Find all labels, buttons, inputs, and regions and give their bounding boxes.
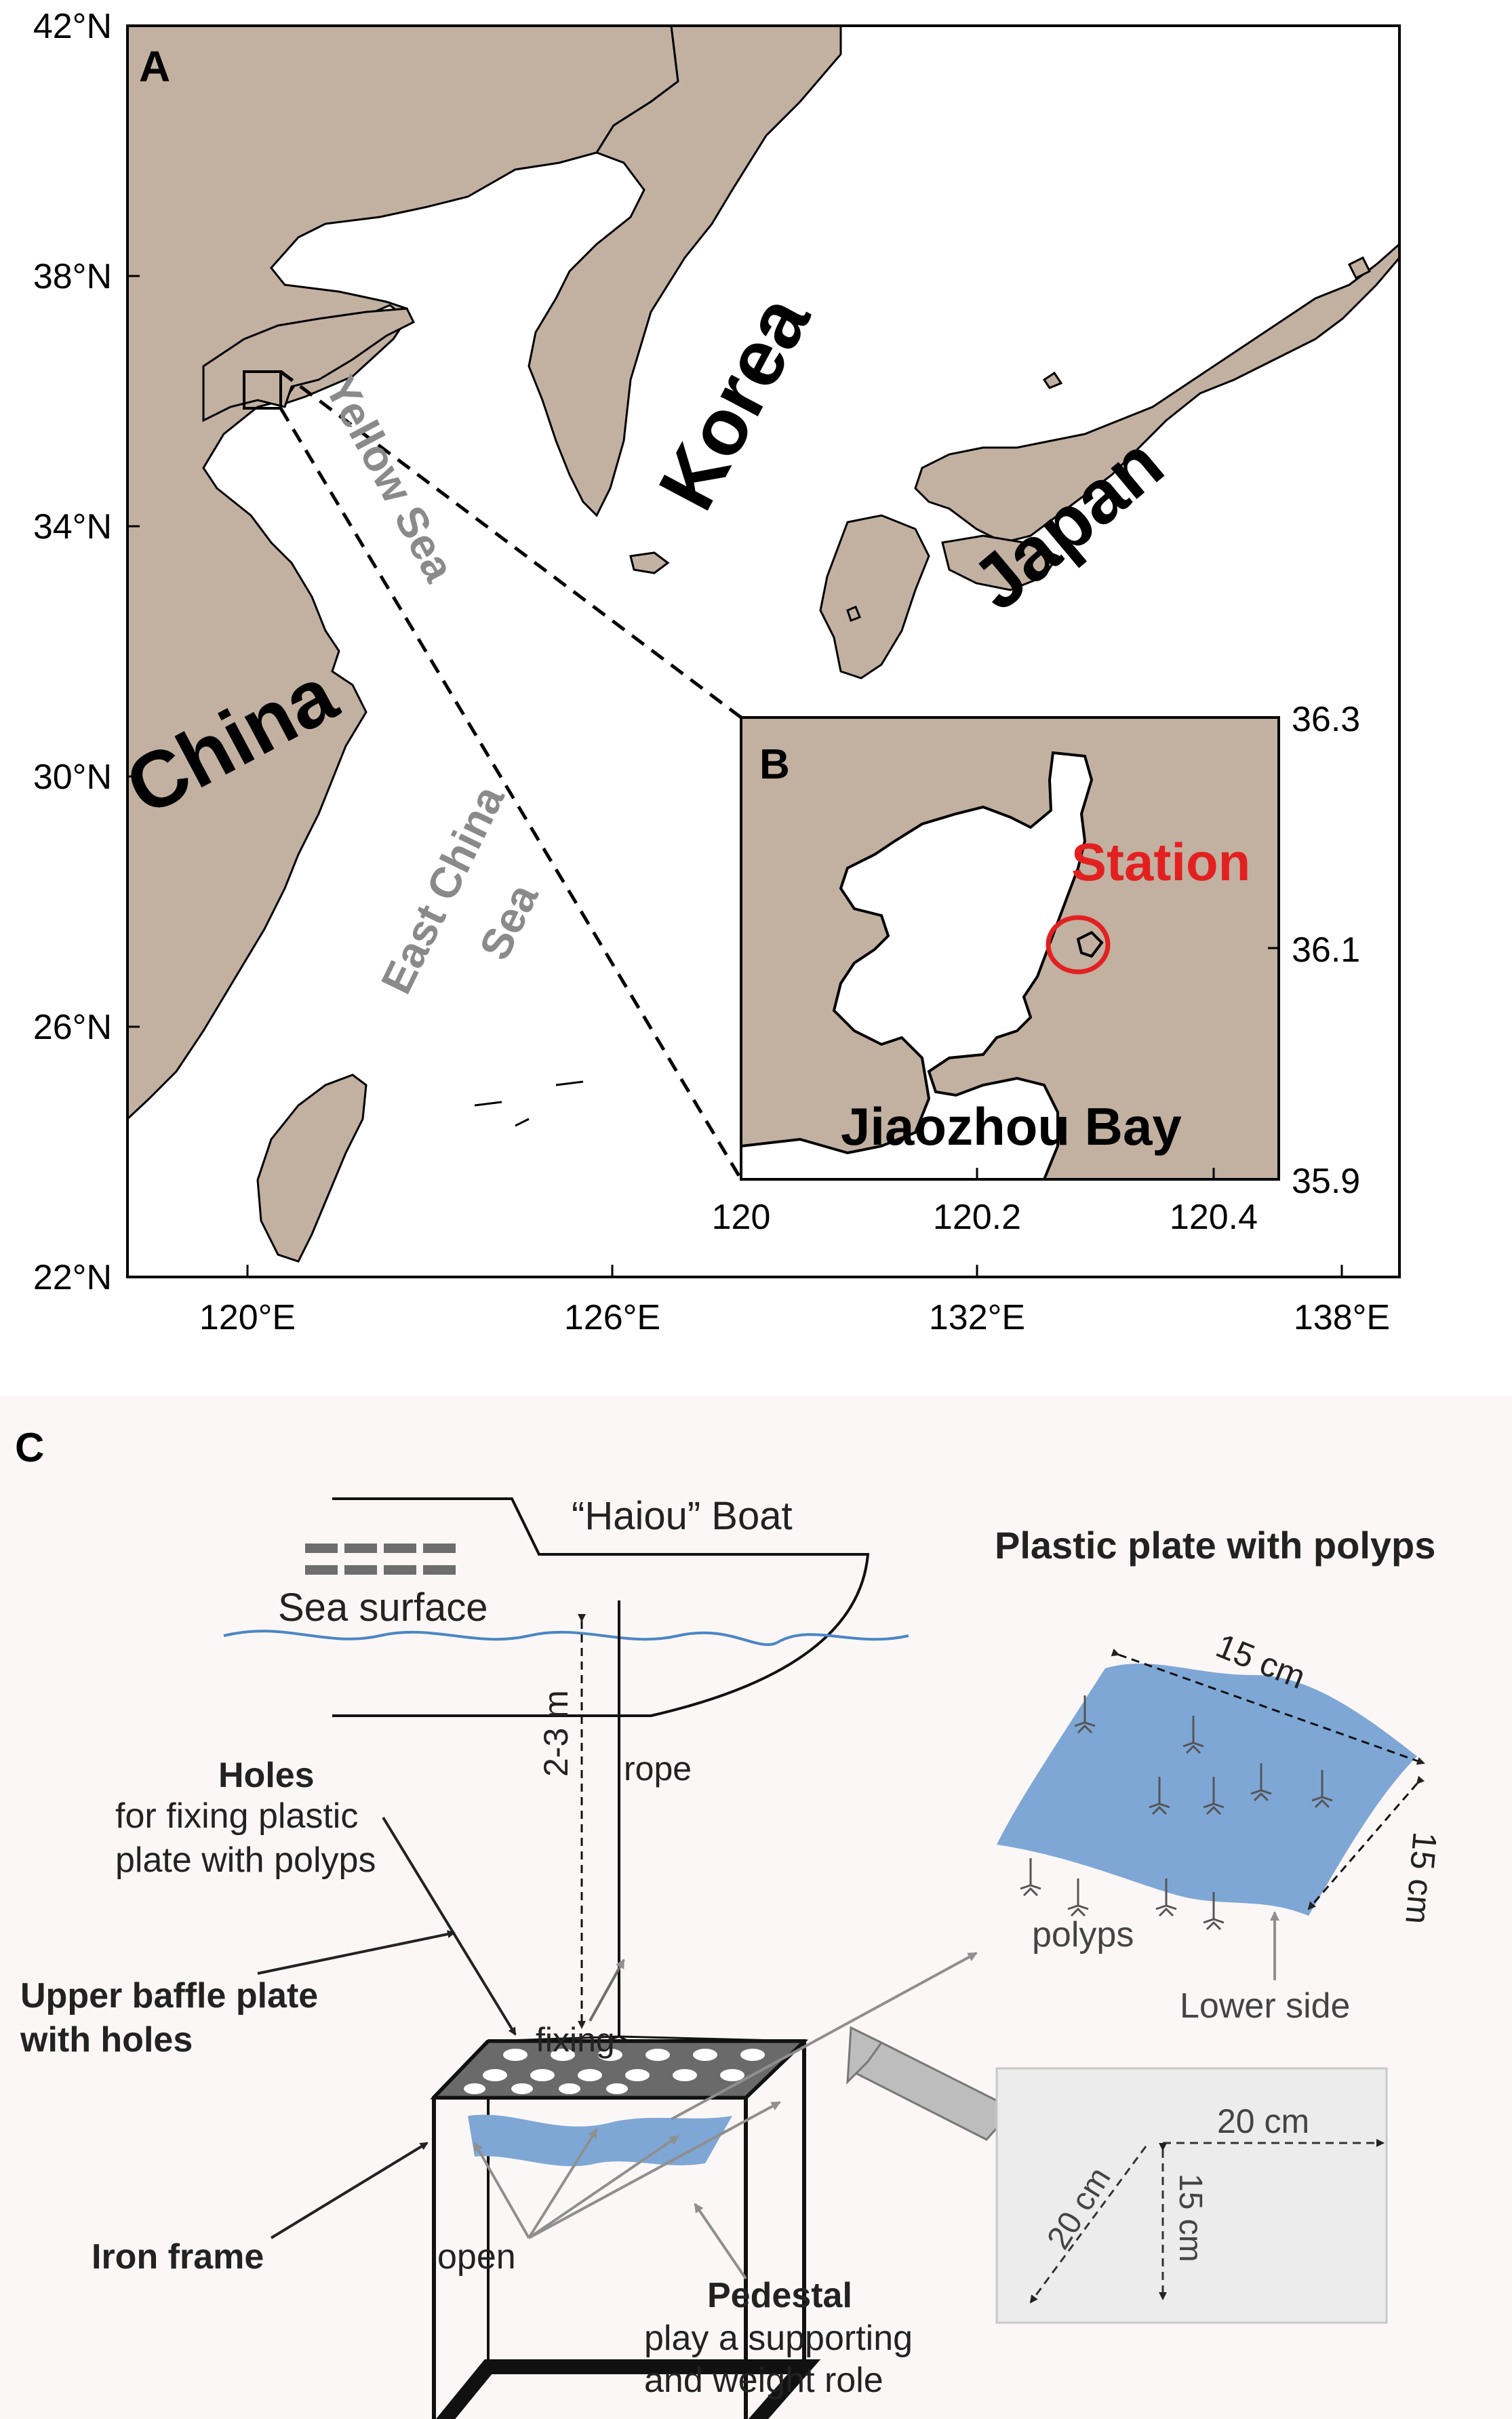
jiaozhou-locator-box xyxy=(243,370,282,410)
holes-desc: for fixing plastic xyxy=(115,1796,358,1836)
iron-frame-arrow xyxy=(270,2142,429,2239)
pedestal-arrow xyxy=(694,2203,747,2280)
open-label: open xyxy=(437,2237,516,2277)
japan-shikoku xyxy=(941,534,1060,591)
station-marker xyxy=(1046,915,1111,975)
taiwan-landmass xyxy=(256,1074,367,1263)
panel-c-label: C xyxy=(15,1425,44,1470)
rope-label: rope xyxy=(624,1750,692,1788)
zoom-line-bottom xyxy=(279,407,743,1181)
boat-label: “Haiou” Boat xyxy=(572,1494,793,1538)
inset-y-tick: 35.9 xyxy=(1292,1162,1360,1201)
iron-frame-label: Iron frame xyxy=(92,2237,264,2277)
dim-horizontal-label: 20 cm xyxy=(1217,2102,1309,2140)
plate-depth-label: 15 cm xyxy=(1398,1830,1444,1926)
island-outlines xyxy=(474,1080,584,1127)
inset-y-tick: 36.1 xyxy=(1292,930,1360,970)
lower-side-label: Lower side xyxy=(1180,1986,1350,2026)
open-arrows xyxy=(473,2101,781,2239)
big-arrow-head xyxy=(846,2026,883,2085)
lon-tick-label: 138°E xyxy=(1294,1298,1390,1337)
panel-c-diagram: C “Haiou” Boat Sea surface 2-3 m rope xyxy=(0,1396,1512,2419)
lon-tick-label: 132°E xyxy=(929,1298,1025,1337)
inset-x-tick: 120.4 xyxy=(1170,1198,1258,1237)
island xyxy=(846,606,861,622)
station-island xyxy=(1076,930,1104,958)
lat-tick-label: 22°N xyxy=(33,1258,112,1297)
plate-depth-arrow xyxy=(1307,1775,1425,1910)
sea-surface-line xyxy=(223,1630,909,1647)
holes-title: Holes xyxy=(218,1756,315,1795)
pedestal-desc: and weight role xyxy=(644,2361,883,2400)
plate-holes xyxy=(464,2049,765,2094)
lon-tick-label: 126°E xyxy=(564,1298,660,1337)
inset-x-tick: 120 xyxy=(712,1198,771,1237)
jiaozhou-bay-water xyxy=(741,751,1094,1179)
lon-axis: 120°E 126°E 132°E 138°E xyxy=(199,1265,1390,1337)
jeju-island xyxy=(629,551,670,574)
korea-landmass xyxy=(528,26,842,517)
map-frame xyxy=(126,24,1401,1278)
depth-label: 2-3 m xyxy=(537,1690,575,1777)
panel-a-label: A xyxy=(139,42,170,91)
lat-axis: 42°N 38°N 34°N 30°N 26°N 22°N xyxy=(33,7,140,1297)
polyps-label: polyps xyxy=(1032,1915,1134,1954)
inset-x-tick: 120.2 xyxy=(933,1198,1021,1237)
upper-plate-label: Upper baffle plate xyxy=(20,1976,318,2015)
panel-b-label: B xyxy=(759,741,790,788)
sea-surface-label: Sea surface xyxy=(278,1586,488,1630)
japan-honshu xyxy=(914,242,1399,544)
polyps xyxy=(1020,1695,1333,1931)
wave-symbol xyxy=(305,1543,456,1575)
lat-tick-label: 38°N xyxy=(33,257,112,296)
pedestal xyxy=(435,2359,821,2419)
dim-vertical-label: 15 cm xyxy=(1172,2174,1208,2262)
fixing-label: fixing xyxy=(536,2021,615,2059)
upper-plate-arrow xyxy=(257,1930,456,1975)
lat-tick-label: 26°N xyxy=(33,1008,112,1047)
plastic-plate-in-frame xyxy=(468,2115,732,2167)
lat-tick-label: 34°N xyxy=(33,507,112,547)
dim-diagonal-arrow xyxy=(1029,2146,1147,2304)
island xyxy=(1347,256,1372,280)
upper-plate-label: with holes xyxy=(20,2020,193,2060)
bay-label: Jiaozhou Bay xyxy=(841,1097,1182,1156)
station-label: Station xyxy=(1071,832,1250,892)
inset-y-tick: 36.3 xyxy=(1292,700,1360,739)
boat xyxy=(332,1497,870,1717)
land-masses xyxy=(127,26,1399,1263)
holes-desc: plate with polyps xyxy=(115,1841,376,1880)
pedestal-title: Pedestal xyxy=(707,2276,852,2315)
pedestal-desc: play a supporting xyxy=(644,2319,913,2358)
detail-arrow xyxy=(671,1952,978,2121)
lat-tick-label: 30°N xyxy=(33,758,112,797)
panel-b-inset: Station Jiaozhou Bay B 36.3 36.1 35.9 12… xyxy=(712,700,1361,1237)
island xyxy=(1042,371,1063,389)
lat-tick-label: 42°N xyxy=(33,7,112,46)
fixing-arrow xyxy=(589,1959,625,2022)
lon-tick-label: 120°E xyxy=(199,1298,296,1337)
plate-title: Plastic plate with polyps xyxy=(995,1524,1435,1567)
dimension-box xyxy=(995,2067,1388,2324)
japan-kyushu xyxy=(819,514,930,680)
holes-arrow xyxy=(382,1816,517,2036)
